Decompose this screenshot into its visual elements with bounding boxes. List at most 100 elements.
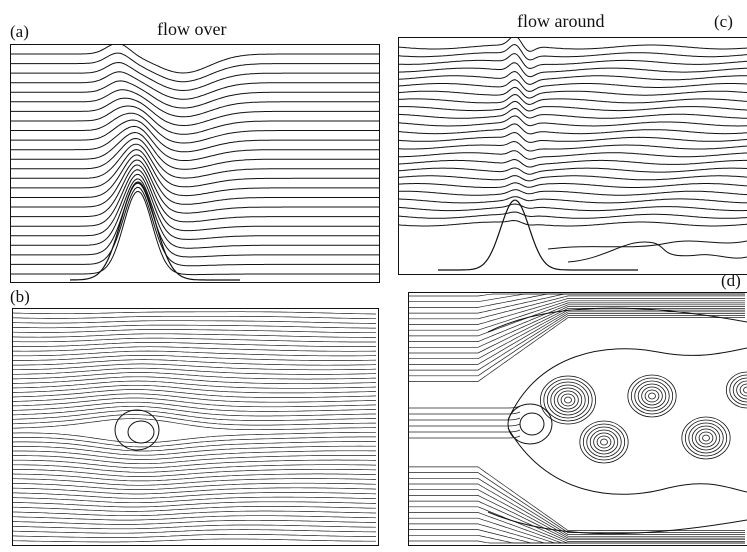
panel-c-label: (c) [714, 13, 733, 30]
vortex-ring [744, 387, 747, 393]
vortex-ring [561, 394, 575, 406]
vortex-ring [631, 378, 672, 414]
panel-a-streamlines [11, 44, 379, 280]
panel-b-flow-over-plan [12, 308, 379, 546]
hill-inner-contour [128, 421, 154, 443]
hill-outer-contour [508, 404, 552, 444]
streamline [13, 385, 376, 393]
streamline [399, 212, 747, 218]
streamline [13, 316, 376, 318]
streamline [399, 142, 747, 151]
streamline [399, 168, 747, 174]
streamline [399, 190, 747, 196]
streamline [13, 364, 376, 370]
streamline [409, 318, 745, 382]
vortex-ring [583, 424, 624, 460]
streamline [11, 113, 379, 143]
streamline [409, 484, 745, 536]
streamline [13, 338, 376, 342]
panel-c-frame [399, 38, 747, 275]
streamline [13, 469, 376, 476]
streamline [13, 479, 376, 486]
streamline [409, 467, 745, 531]
streamline [13, 321, 376, 324]
streamline [13, 398, 376, 407]
streamline [13, 520, 376, 524]
vortex-ring [685, 420, 726, 456]
vortex-ring [730, 375, 747, 405]
streamline [11, 183, 379, 257]
streamline [399, 101, 747, 111]
streamline [409, 524, 745, 543]
streamline [11, 126, 379, 160]
streamline [13, 474, 376, 481]
panel-a-label: (a) [10, 23, 29, 40]
panel-b-hill-contours [115, 410, 159, 450]
vortex-ring [547, 382, 588, 418]
streamline [409, 303, 745, 336]
wake-boundary [508, 348, 747, 420]
streamline [399, 37, 747, 51]
streamline [13, 534, 376, 537]
vortex-ring [737, 381, 747, 399]
streamline [399, 45, 747, 60]
streamline [13, 516, 376, 520]
streamline [13, 402, 376, 411]
streamline [13, 329, 376, 332]
streamline [11, 72, 379, 99]
panel-c-streamlines [399, 37, 747, 270]
streamline [11, 81, 379, 108]
streamline [408, 430, 520, 432]
streamline [13, 312, 376, 314]
streamline [399, 183, 747, 188]
vortex-ring [551, 385, 586, 415]
streamline [13, 390, 376, 398]
streamline [11, 53, 379, 82]
streamline [13, 368, 376, 374]
streamline [11, 139, 379, 179]
panel-d-streamlines [408, 294, 745, 543]
streamline [13, 451, 376, 460]
streamline [13, 377, 376, 384]
left-column-title: flow over [157, 20, 226, 38]
streamline [408, 424, 520, 426]
streamline [399, 72, 747, 85]
streamline [409, 308, 745, 353]
streamline [13, 394, 376, 402]
panel-d-vortices [488, 308, 747, 534]
vortex-ring [554, 388, 582, 412]
vortex-ring [699, 432, 713, 444]
panel-b-frame [13, 309, 379, 546]
vortex-ring [590, 430, 618, 454]
panel-c-flow-around-section [398, 37, 747, 275]
streamline [409, 495, 745, 539]
streamline [13, 539, 376, 542]
streamline [11, 44, 379, 73]
vortex-ring [601, 439, 608, 445]
streamline [11, 155, 379, 204]
streamline [399, 221, 747, 227]
streamline [399, 160, 747, 168]
panel-b-streamlines [13, 312, 376, 542]
streamline [408, 412, 520, 414]
vortex-ring [597, 436, 611, 448]
streamline [11, 179, 379, 248]
streamline [399, 151, 747, 160]
streamline [11, 150, 379, 196]
vortex-ring [703, 435, 710, 441]
streamline [13, 325, 376, 328]
streamline [399, 197, 747, 203]
streamline [13, 334, 376, 338]
streamline [399, 87, 747, 98]
streamline [13, 530, 376, 534]
right-column-title: flow around [517, 12, 604, 30]
streamline [13, 373, 376, 380]
streamline [11, 120, 379, 152]
panel-d-hill-contours [508, 404, 552, 444]
vortex-ring [645, 390, 659, 402]
streamline [11, 165, 379, 222]
vortex-ring [692, 426, 720, 450]
streamline [399, 80, 747, 92]
streamline [409, 307, 745, 348]
streamline [13, 525, 376, 529]
